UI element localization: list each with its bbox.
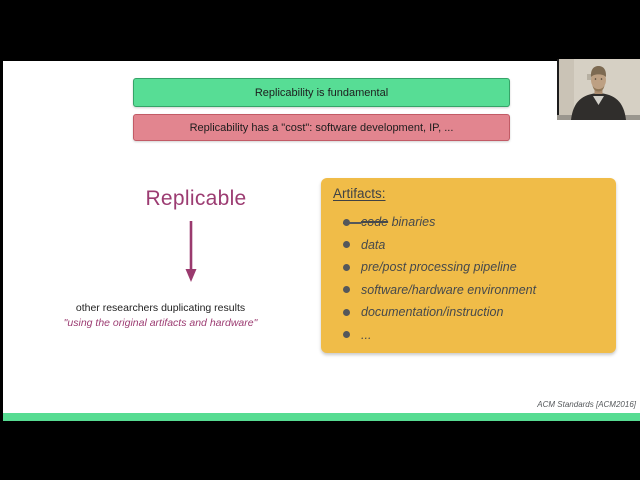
caption-line-2: "using the original artifacts and hardwa… [63,317,258,329]
list-item-text: software/hardware environment [361,282,537,297]
rest-word: binaries [388,215,436,230]
list-item: data [333,234,604,257]
bullet-icon [343,308,350,316]
webcam-video [557,59,640,120]
list-item: pre/post processing pipeline [333,256,604,279]
list-item: software/hardware environment [333,279,604,302]
list-item: documentation/instruction [333,301,604,324]
list-item-text: code binaries [361,215,435,229]
list-item: ... [333,324,604,347]
banner-green-label: Replicability is fundamental [254,86,389,99]
artifacts-list: code binaries data pre/post processing p… [333,211,604,346]
slide-footer-accent-bar [3,413,640,421]
artifacts-heading: Artifacts: [333,186,386,201]
bullet-icon [343,241,350,249]
list-item: code binaries [333,211,604,234]
list-item-text: documentation/instruction [361,305,504,320]
bullet-icon [343,286,350,294]
down-arrow-icon [183,219,199,288]
artifacts-box: Artifacts: code binaries data pre/post p… [321,178,616,353]
bullet-icon [343,263,350,271]
presenter-illustration [557,59,640,120]
caption-line-1: other researchers duplicating results [75,302,246,314]
replicable-title: Replicable [145,187,247,210]
banner-replicability-cost: Replicability has a "cost": software dev… [133,114,510,141]
list-item-text: pre/post processing pipeline [361,260,517,275]
replicable-caption: other researchers duplicating results "u… [28,301,293,331]
citation-text: ACM Standards [ACM2016] [537,400,636,409]
banner-pink-label: Replicability has a "cost": software dev… [189,121,454,134]
struck-word: code [361,215,389,230]
banner-replicability-fundamental: Replicability is fundamental [133,78,510,107]
list-item-text: data [361,237,386,252]
list-item-text: ... [361,327,372,342]
presentation-slide: Replicability is fundamental Replicabili… [3,61,640,421]
bullet-icon [343,331,350,339]
